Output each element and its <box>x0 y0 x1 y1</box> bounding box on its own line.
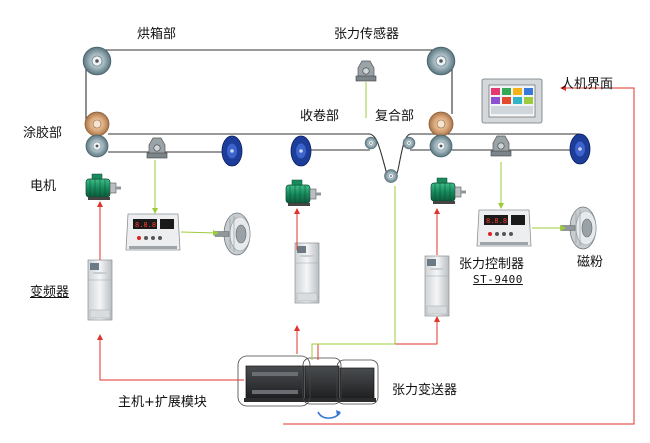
label-motor: 电机 <box>30 179 57 194</box>
label-tension-transmitter: 张力变送器 <box>392 383 458 398</box>
label-oven: 烘箱部 <box>137 27 177 42</box>
label-magnetic-powder: 磁粉 <box>577 255 604 270</box>
magnetic-powder-brake-icon <box>560 206 597 250</box>
roller-winding-guide <box>364 136 378 150</box>
roller-dip <box>384 169 398 183</box>
green-arrowheads <box>152 203 566 236</box>
label-controller-model: ST-9400 <box>473 273 523 286</box>
inverter-cabinet-icon <box>294 242 320 304</box>
roller-coating-tan <box>84 111 110 137</box>
tension-sensor-icon <box>355 60 377 82</box>
label-winding: 收卷部 <box>300 109 340 124</box>
roller-oven-right <box>426 46 456 76</box>
label-tension-sensor: 张力传感器 <box>334 27 400 42</box>
red-arrowheads <box>97 85 566 340</box>
roller-laminating-tan <box>428 111 454 137</box>
label-inverter: 变频器 <box>30 285 70 300</box>
roller-laminating-low <box>429 134 453 158</box>
label-tension-controller: 张力控制器 <box>459 257 525 272</box>
plc-module-icon <box>237 355 379 407</box>
tension-sensor-icon <box>146 137 168 159</box>
blue-roll-right <box>569 133 591 165</box>
label-plc-main: 主机+扩展模块 <box>118 395 207 410</box>
roller-oven-left <box>82 46 112 76</box>
tension-sensor-icon <box>490 135 512 157</box>
green-motor-icon <box>285 179 322 207</box>
tension-controller-icon <box>125 213 181 251</box>
blue-roll-middle <box>290 135 312 167</box>
roller-laminating-guide <box>402 136 416 150</box>
green-motor-icon <box>85 173 122 201</box>
inverter-cabinet-icon <box>424 255 450 317</box>
green-signal-lines <box>154 82 564 360</box>
touch-panel-icon <box>481 78 543 124</box>
label-laminating: 复合部 <box>375 109 415 124</box>
roller-coating-low <box>85 134 109 158</box>
label-hmi: 人机界面 <box>561 77 614 92</box>
blue-roll-left <box>221 135 243 167</box>
magnetic-powder-brake-icon <box>214 212 251 256</box>
inverter-cabinet-icon <box>87 259 113 321</box>
tension-controller-icon <box>476 209 532 247</box>
label-coating: 涂胶部 <box>23 126 63 141</box>
green-motor-icon <box>430 177 467 205</box>
